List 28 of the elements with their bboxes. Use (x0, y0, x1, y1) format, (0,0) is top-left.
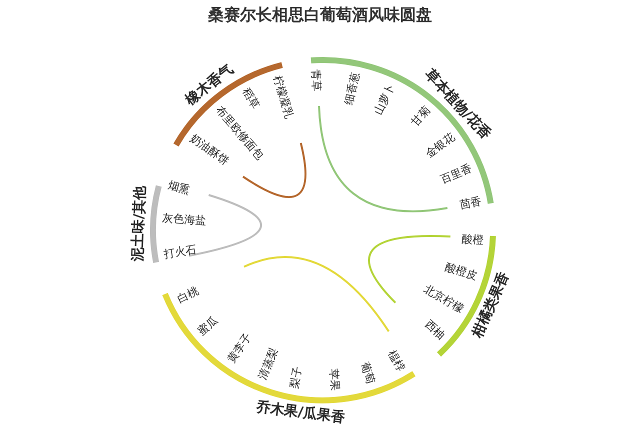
flavor-label: 北京柠檬 (421, 283, 466, 316)
flavor-label: 金银花 (424, 131, 458, 161)
flavor-label: 细香葱 (343, 71, 363, 106)
flavor-label: 榅桲 (384, 348, 407, 374)
flavor-label: 西柚 (422, 318, 447, 342)
flavor-label: 打火石 (163, 244, 198, 262)
flavor-label: 苹果 (326, 368, 341, 392)
flavor-label: 清蒸梨 (256, 346, 281, 382)
flavor-label: 葡萄 (358, 361, 376, 386)
flavor-label: 茴香 (458, 196, 483, 212)
flavor-label: 酸橙皮 (444, 261, 479, 284)
flavor-label: 灰色海盐 (162, 212, 207, 228)
category-heading: 泥土味/其他 (130, 186, 148, 262)
flavor-label: 百里香 (438, 162, 474, 187)
flavor-label: 梨子 (288, 366, 306, 390)
diagram-title: 桑赛尔长相思白葡萄酒风味圆盘 (208, 5, 432, 24)
flavor-label: 稻草 (239, 86, 262, 112)
flavor-label: 甘菊 (409, 104, 434, 130)
flavor-label: 柠檬凝乳 (270, 74, 295, 120)
flavor-label: 山萝卜 (372, 82, 398, 118)
flavor-label: 黄李子 (225, 331, 255, 366)
flavor-label: 青草 (308, 68, 322, 92)
category-heading: 乔木果/瓜果香 (255, 399, 346, 426)
flavor-label: 白桃 (176, 285, 201, 306)
flavor-label: 蜜瓜 (196, 314, 221, 338)
flavor-label: 烟熏 (166, 180, 192, 198)
flavor-label: 酸橙 (461, 233, 484, 248)
flavor-label: 奶油酥饼 (188, 132, 231, 168)
